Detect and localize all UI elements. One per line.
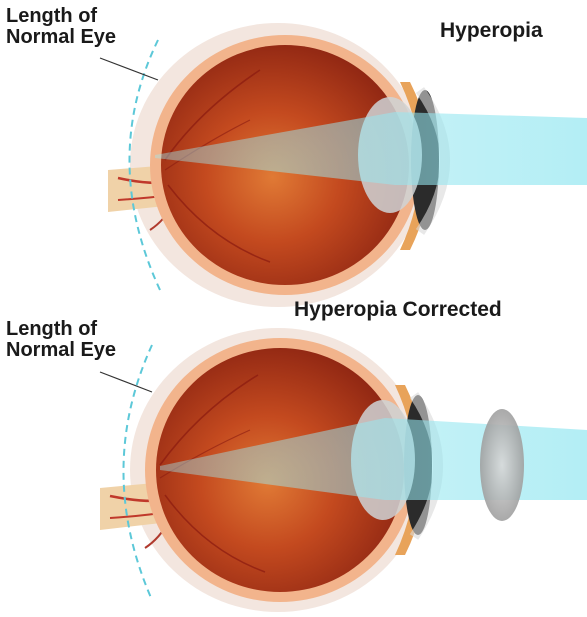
normal-eye-label-line2: Normal Eye <box>6 340 116 361</box>
normal-eye-label-line1: Length of <box>6 319 116 340</box>
hyperopia-panel: Length of Normal Eye Hyperopia <box>0 0 587 305</box>
normal-eye-label: Length of Normal Eye <box>6 319 116 361</box>
panel-title: Hyperopia <box>440 20 543 42</box>
panel-title: Hyperopia Corrected <box>294 299 502 321</box>
normal-eye-label: Length of Normal Eye <box>6 6 116 48</box>
normal-eye-label-line1: Length of <box>6 6 116 27</box>
normal-eye-label-line2: Normal Eye <box>6 27 116 48</box>
hyperopia-corrected-panel: Length of Normal Eye Hyperopia Corrected <box>0 305 587 617</box>
